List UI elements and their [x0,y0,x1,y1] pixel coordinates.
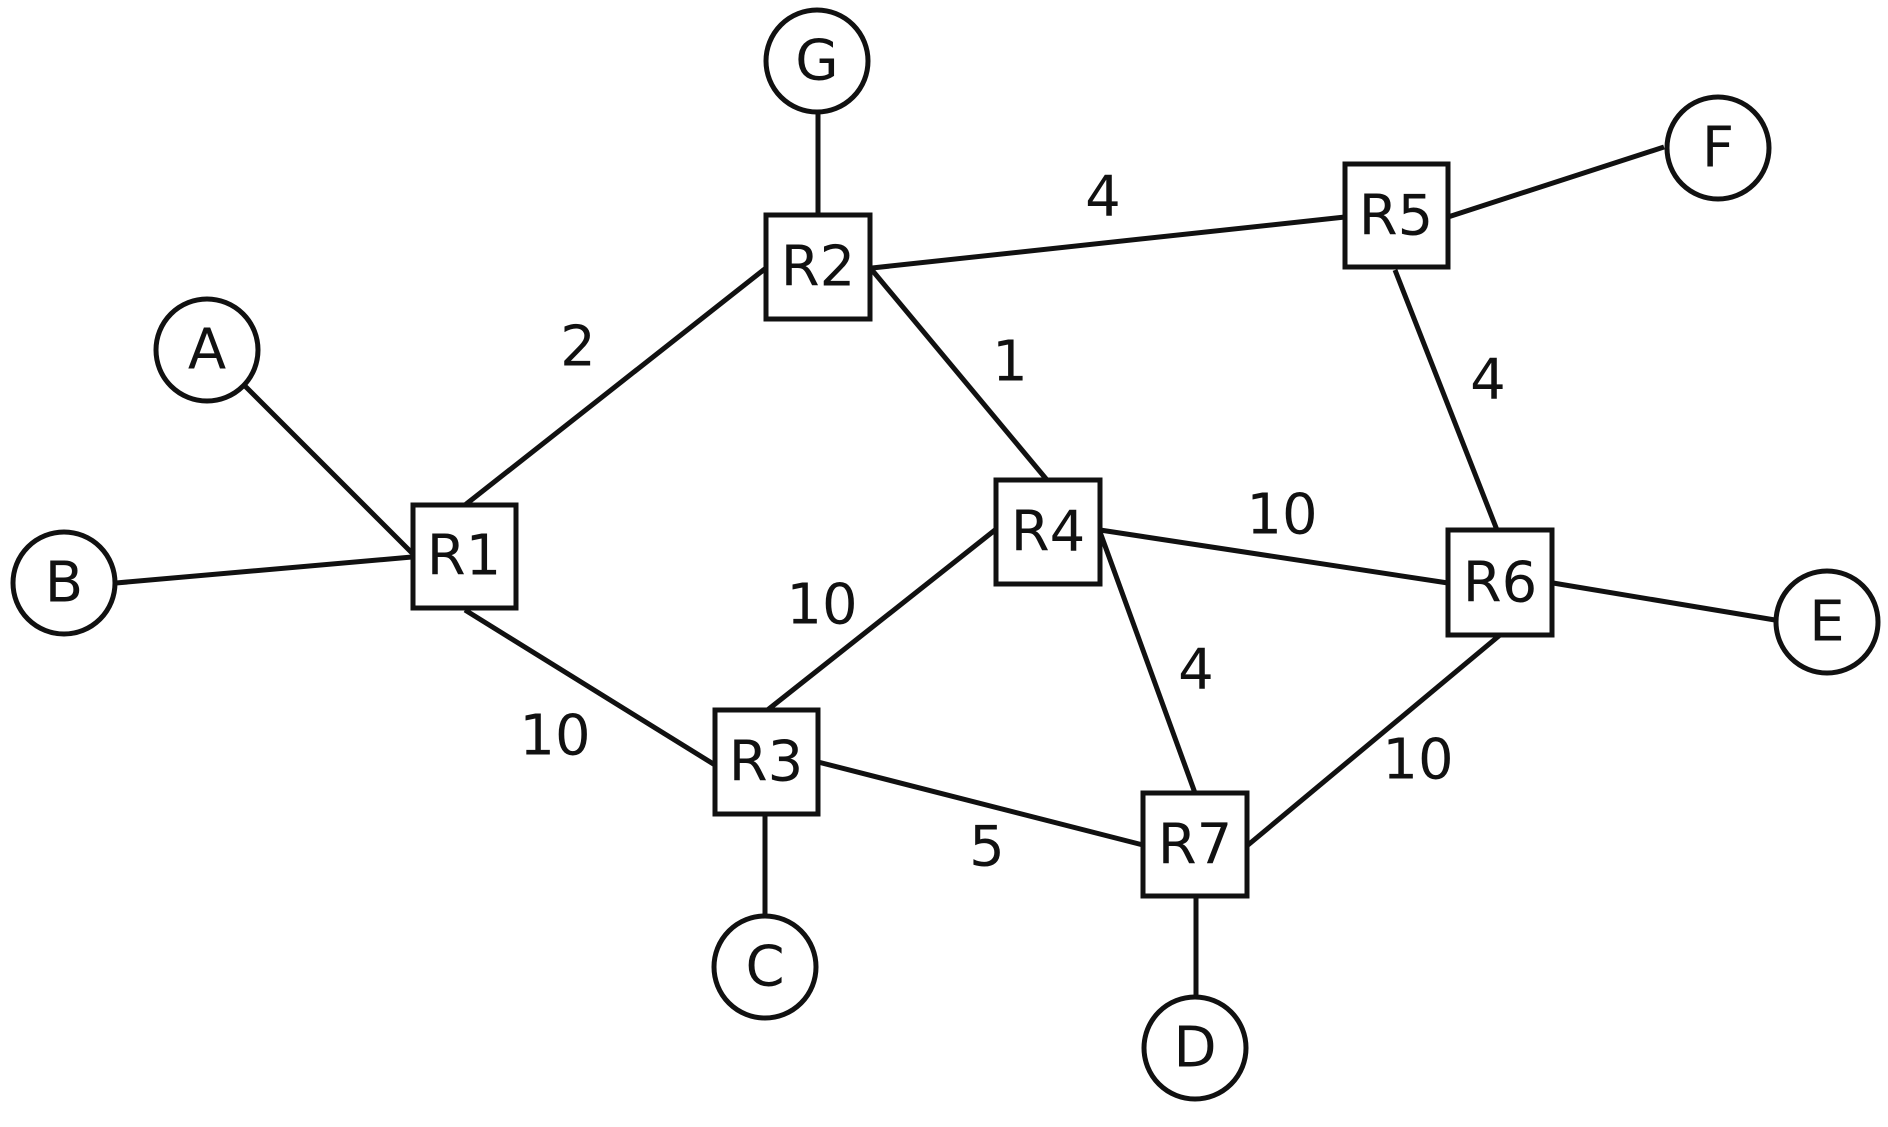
host-label: A [188,318,226,383]
router-label: R2 [781,235,856,300]
router-r3: R3 [712,707,821,817]
weight-r1-r3: 10 [519,704,590,769]
weight-r2-r5: 4 [1085,165,1121,230]
link-r4-r7 [1097,531,1198,794]
host-c: C [711,913,819,1021]
link-b-r1 [115,554,413,586]
link-r1-r2 [463,266,768,507]
router-r7: R7 [1140,790,1250,899]
host-e: E [1773,568,1881,676]
edges [115,113,1776,995]
link-r6-r7 [1246,633,1502,847]
host-f: F [1664,94,1772,202]
link-r2-r4 [870,268,1049,482]
weight-r3-r7: 5 [969,815,1005,880]
router-r4: R4 [993,477,1103,587]
host-b: B [10,529,118,637]
weight-r4-r6: 10 [1246,483,1317,548]
router-label: R4 [1011,500,1086,565]
link-f-r5 [1447,144,1665,220]
link-r3-r4 [763,528,997,714]
router-r6: R6 [1445,527,1555,638]
host-label: E [1809,590,1844,655]
weight-r2-r4: 1 [992,330,1028,395]
host-label: F [1702,116,1734,181]
hosts: A B C D E F G [10,7,1881,1102]
weight-r5-r6: 4 [1470,348,1506,413]
link-a-r1 [242,383,414,555]
router-label: R6 [1463,551,1538,616]
host-label: B [45,551,83,616]
router-label: R5 [1359,184,1434,249]
link-e-r6 [1552,580,1776,623]
weight-r6-r7: 10 [1382,728,1453,793]
edge-weights: 2 10 1 4 10 5 10 4 4 10 [519,165,1505,880]
link-r1-r3 [463,607,717,768]
link-r5-r6 [1392,269,1500,531]
host-g: G [763,7,871,115]
link-r2-r5 [871,214,1346,271]
host-label: G [795,29,838,94]
router-label: R1 [427,524,502,589]
router-r5: R5 [1342,161,1451,270]
router-r2: R2 [763,212,873,322]
router-r1: R1 [410,502,519,611]
host-label: D [1173,1016,1216,1081]
weight-r3-r4: 10 [786,573,857,638]
link-r3-r7 [817,759,1144,848]
weight-r4-r7: 4 [1178,638,1214,703]
host-a: A [153,296,261,404]
weight-r1-r2: 2 [560,315,596,380]
routers: R1 R2 R3 R4 R5 R6 R7 [410,161,1555,899]
host-label: C [745,935,784,1000]
link-r4-r6 [1099,527,1449,586]
router-label: R3 [729,730,804,795]
host-d: D [1141,994,1249,1102]
router-label: R7 [1158,813,1233,878]
